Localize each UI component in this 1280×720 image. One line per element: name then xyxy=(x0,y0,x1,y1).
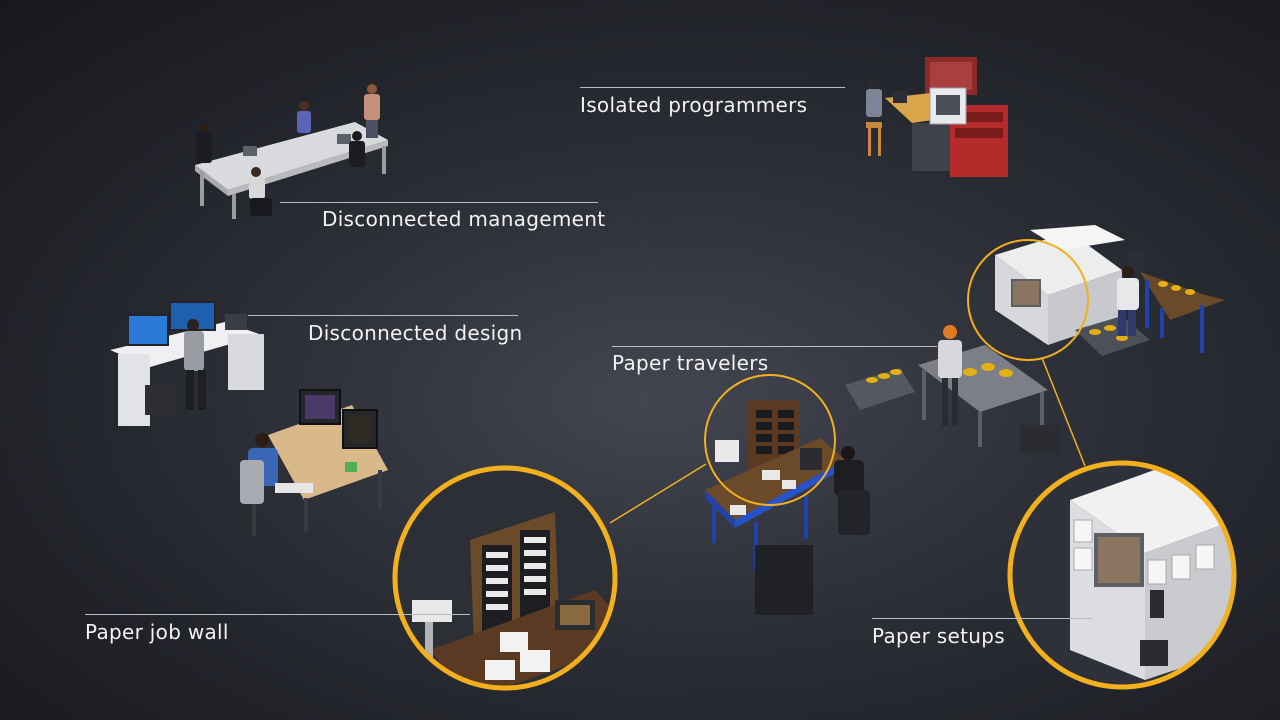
design-desk xyxy=(110,301,264,426)
paper-travelers-highlight xyxy=(609,374,836,524)
paper-job-wall-leader xyxy=(85,614,470,615)
paper-setups-label: Paper setups xyxy=(872,624,1005,648)
paper-setups-leader xyxy=(872,618,1092,619)
programmers-workstation xyxy=(866,57,1008,177)
disconnected-management-label: Disconnected management xyxy=(322,207,606,231)
disconnected-management-leader xyxy=(280,202,598,203)
isolated-programmers-label: Isolated programmers xyxy=(580,93,808,117)
paper-travelers-station xyxy=(705,400,870,615)
engineer-desk xyxy=(240,389,388,536)
disconnected-design-label: Disconnected design xyxy=(308,321,523,345)
cnc-machine xyxy=(995,225,1225,356)
management-meeting-table xyxy=(195,84,388,219)
isolated-programmers-leader xyxy=(580,87,845,88)
inspection-table xyxy=(845,325,1060,453)
paper-travelers-label: Paper travelers xyxy=(612,351,769,375)
paper-setups-zoom xyxy=(1007,460,1237,690)
cnc-highlight xyxy=(967,239,1089,467)
paper-job-wall-label: Paper job wall xyxy=(85,620,229,644)
paper-job-wall-zoom xyxy=(392,465,618,691)
disconnected-design-leader xyxy=(248,315,518,316)
paper-travelers-leader xyxy=(612,346,937,347)
